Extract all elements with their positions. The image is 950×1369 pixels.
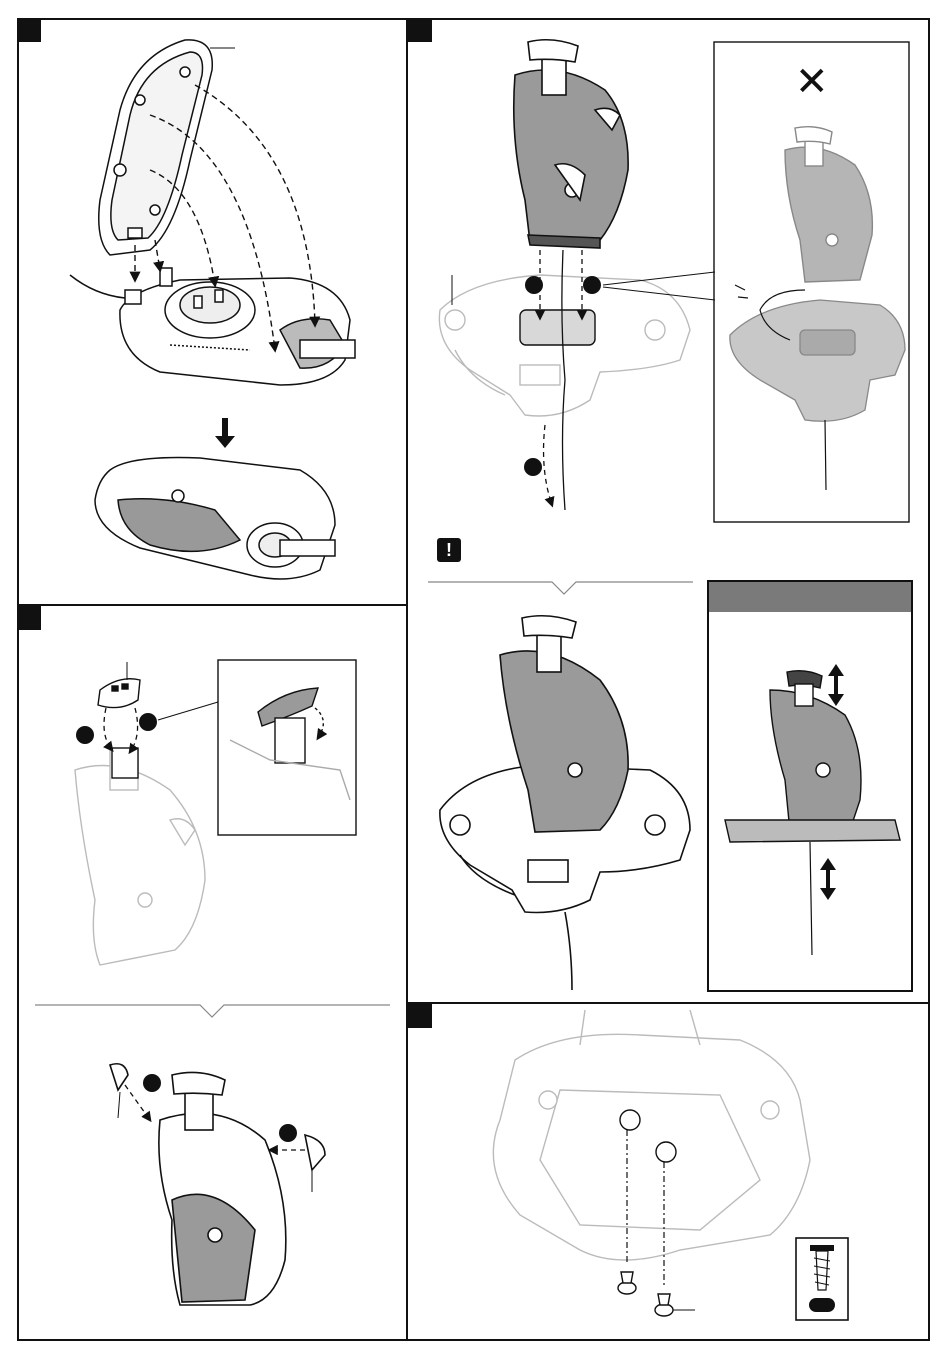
screw-illustration: [618, 1272, 695, 1316]
grip-illustration: [514, 40, 628, 248]
info-box-header: [709, 582, 911, 612]
handle-closed-illustration: [95, 458, 335, 580]
warning-icon: !: [437, 538, 461, 562]
screw-icon: [796, 1238, 848, 1320]
adjust-info-box: [707, 580, 913, 992]
step-2-divider: [428, 582, 693, 594]
handle-shell-open-illustration: [99, 40, 235, 255]
step-3-callout-leader: [158, 702, 218, 720]
base-ghost-illustration: [439, 275, 690, 416]
arrow-down-icon: [215, 418, 235, 448]
grip-with-buttons-illustration: [110, 1064, 325, 1305]
wrong-way-cable: [825, 420, 826, 490]
step-3-divider: [35, 1005, 390, 1017]
wrong-way-base-illustration: [730, 300, 905, 421]
assembled-joystick-illustration: [440, 616, 690, 990]
wrong-way-grip-illustration: [785, 127, 872, 282]
base-underside-illustration: [493, 1010, 810, 1260]
attention-lines: [735, 285, 748, 298]
wrong-cross-icon: ✕: [795, 62, 829, 102]
grip-ghost-illustration: [75, 750, 205, 965]
